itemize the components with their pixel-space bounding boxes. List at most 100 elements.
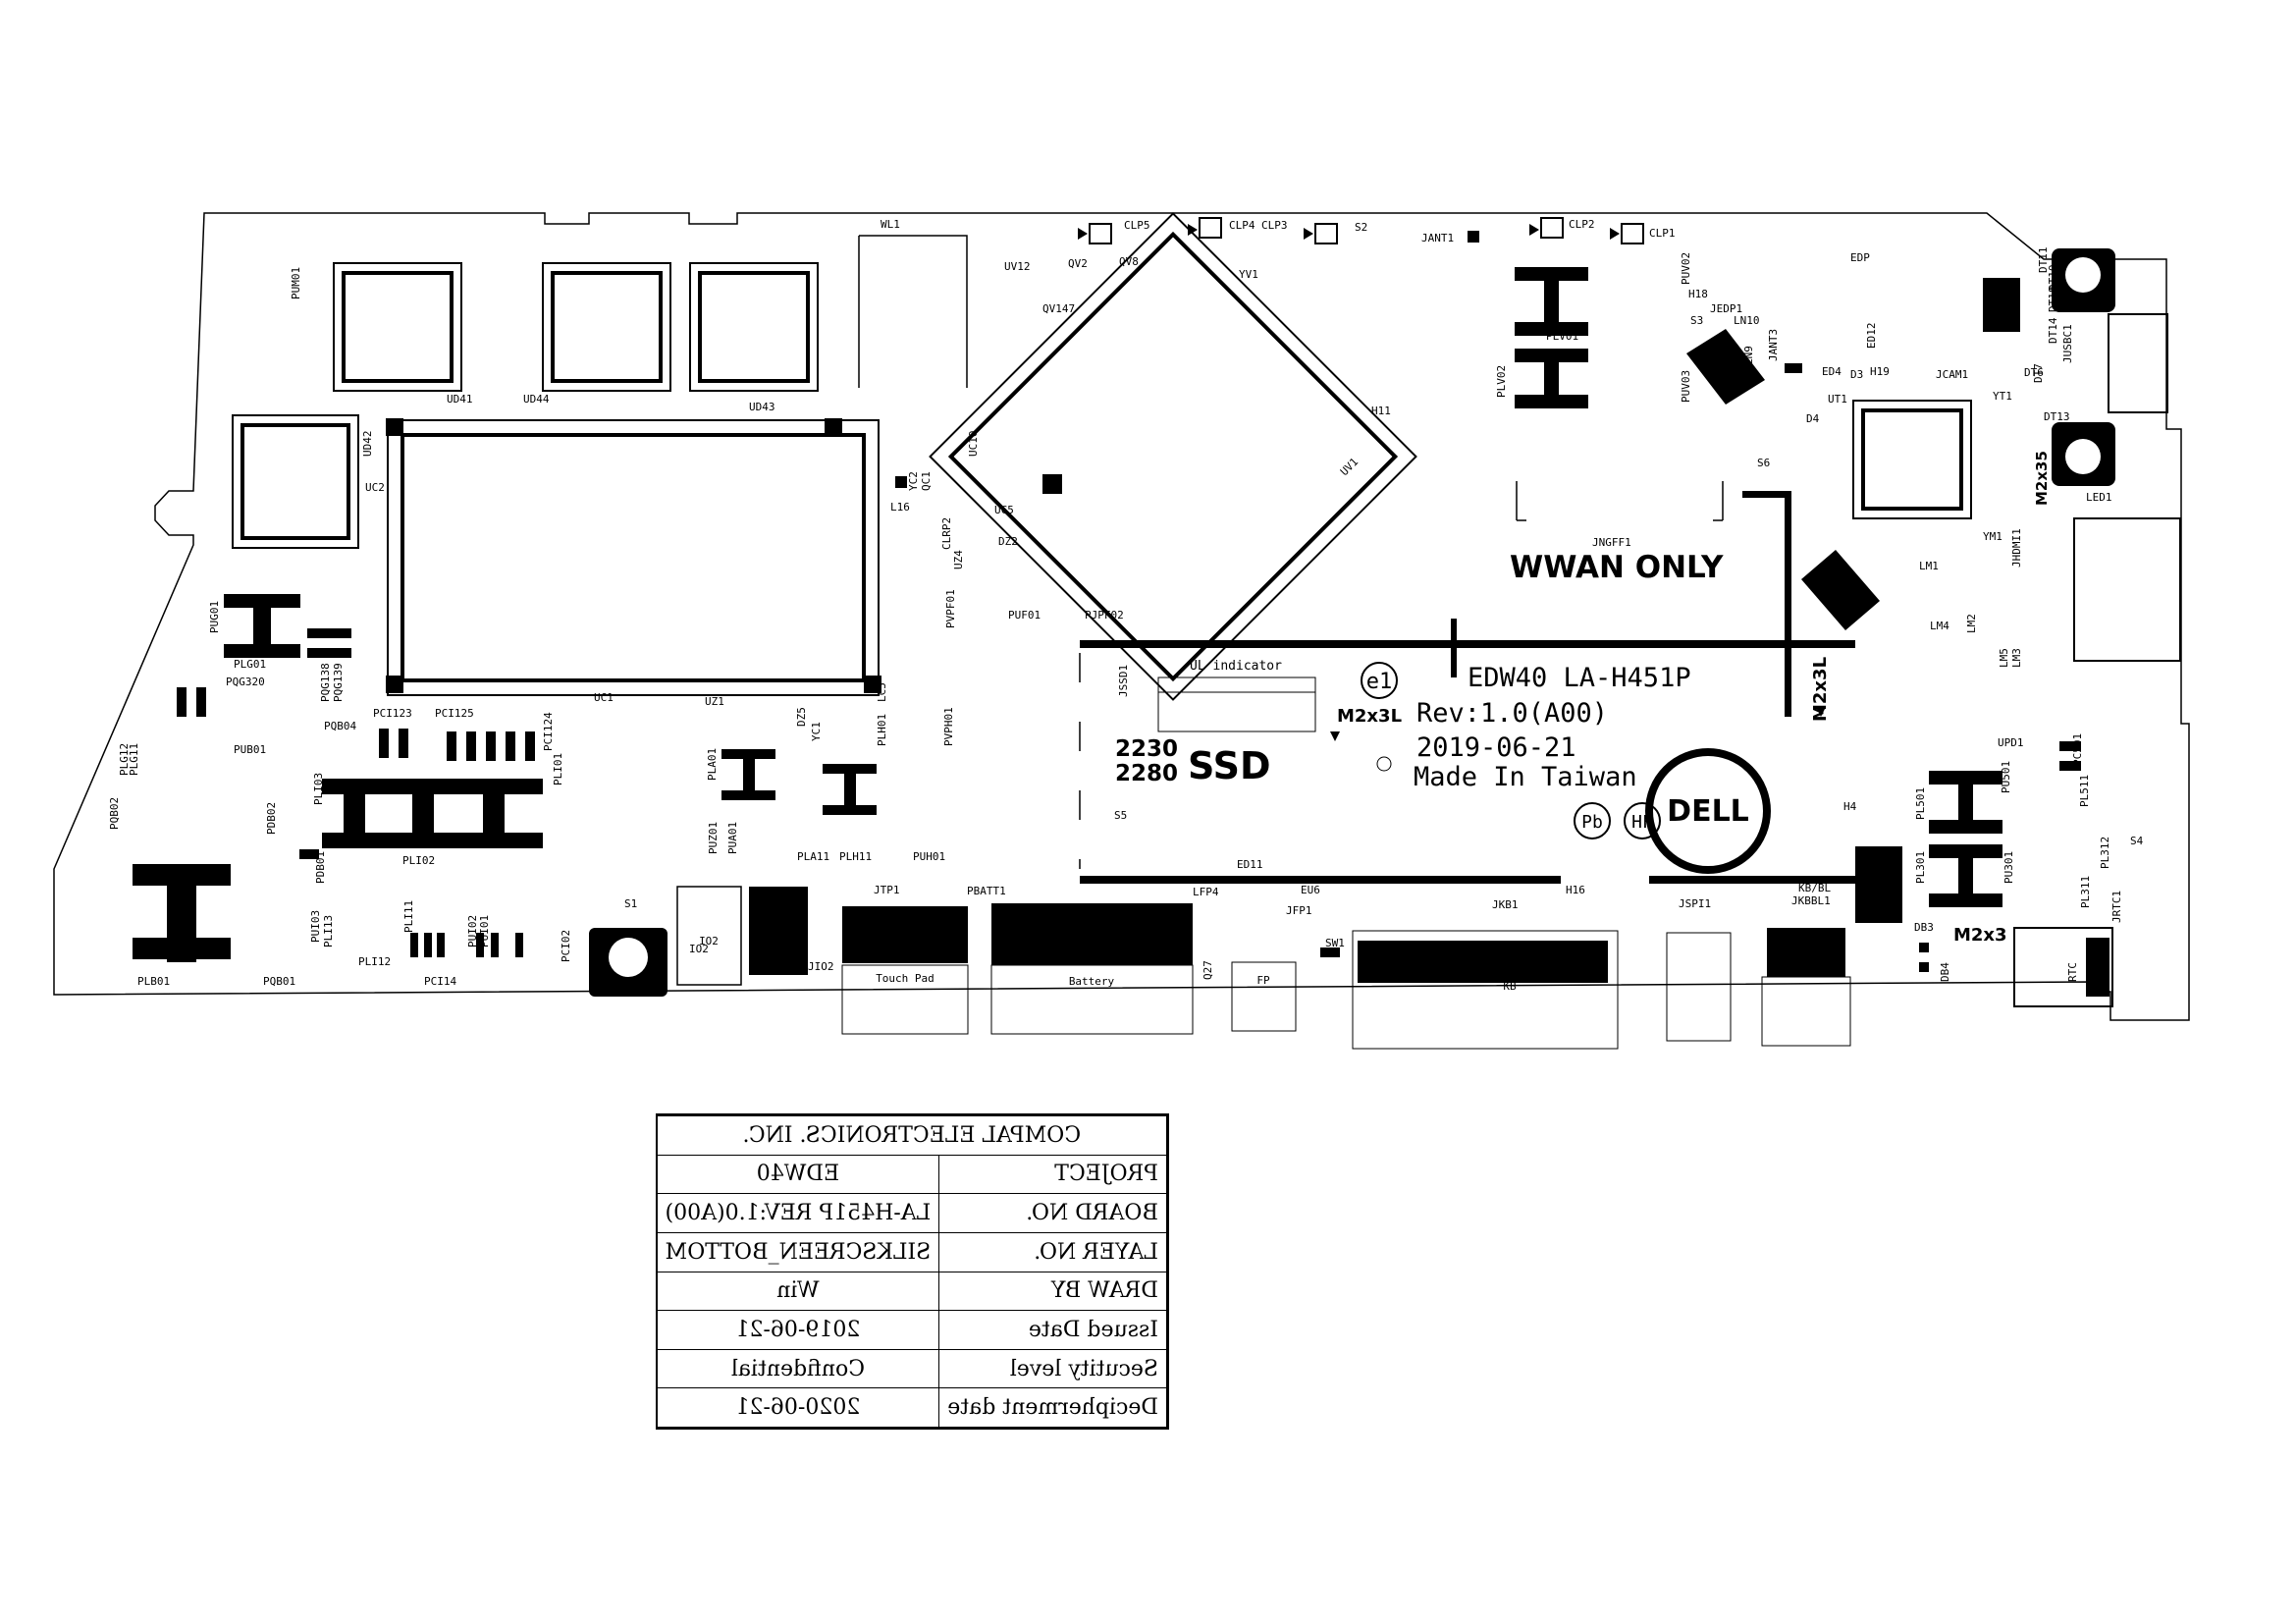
refdes-label: UC5 [994, 504, 1014, 516]
title-row-value: Confidential [657, 1349, 939, 1388]
refdes-label: PQG320 [226, 676, 265, 688]
refdes-label: UD43 [749, 401, 775, 413]
jngff1-bracket [1516, 481, 1724, 521]
clp1-pad [1621, 223, 1644, 244]
refdes-label: PUI03 [309, 910, 322, 943]
refdes-label: JANT3 [1767, 329, 1780, 361]
refdes-label: PLB01 [137, 975, 170, 988]
inductor-plb01 [133, 864, 231, 962]
refdes-label: UZ4 [952, 550, 965, 569]
hf-label: HF [1631, 812, 1653, 833]
pb-label: Pb [1581, 812, 1603, 833]
battery-outline [990, 964, 1194, 1035]
title-row-key: Secutity level [938, 1349, 1167, 1388]
kb-outline [1352, 930, 1619, 1050]
refdes-label: H11 [1371, 405, 1391, 417]
ul-indicator-label: UL indicator [1190, 659, 1282, 674]
e1-label: e1 [1366, 670, 1393, 694]
title-row-key: BOARD NO. [938, 1193, 1167, 1233]
refdes-label: S2 [1355, 221, 1367, 234]
inductor-plio2 [322, 779, 543, 848]
title-row: BOARD NO.LA-H451P REV:1.0(A00) [657, 1193, 1167, 1233]
refdes-label: JSSD1 [1117, 665, 1130, 697]
memory-chip-ud43 [689, 262, 819, 392]
ssd-divider-top [1742, 491, 1791, 498]
refdes-label: PL311 [2079, 876, 2092, 908]
refdes-label: LC5 [876, 682, 888, 702]
ssd-divider-mid [1785, 619, 1791, 717]
refdes-label: ED12 [1865, 323, 1878, 350]
refdes-label: JEDP1 [1710, 302, 1742, 315]
refdes-label: DT6 [2024, 366, 2044, 379]
title-row: LAYER NO.SILKSCREEN_BOTTOM [657, 1232, 1167, 1272]
refdes-label: DB4 [1939, 962, 1951, 982]
inductor-pla01 [721, 749, 775, 800]
refdes-label: PC501 [2071, 733, 2084, 766]
led-1 [2052, 422, 2115, 486]
refdes-label: UC1 [594, 691, 614, 704]
refdes-label: PUI02 [466, 915, 479, 947]
ssd-2230-label: 2230 [1115, 736, 1178, 762]
ssd-bottom-bar [1080, 876, 1561, 884]
refdes-label: PQG138 [319, 663, 332, 702]
dell-logo-text: DELL [1667, 794, 1749, 829]
refdes-label: LN9 [1742, 346, 1755, 365]
refdes-label: S6 [1757, 457, 1770, 469]
refdes-label: DT10 [2047, 265, 2059, 292]
refdes-label: PUV02 [1680, 252, 1692, 285]
hf-mark [1624, 802, 1661, 839]
ul-indicator-box [1157, 677, 1316, 732]
title-row-key: DRAW BY [938, 1272, 1167, 1311]
refdes-label: PLV01 [1546, 330, 1578, 343]
refdes-label: QC1 [920, 471, 933, 491]
refdes-label: PL501 [1914, 787, 1927, 820]
refdes-label: JHDMI1 [2010, 528, 2023, 568]
camera-chip [1852, 400, 1972, 519]
rtc-connector [2086, 938, 2109, 997]
clp2-pad [1540, 217, 1564, 239]
wwan-only-label: WWAN ONLY [1510, 550, 1724, 585]
led-dt11 [2052, 248, 2115, 312]
ssd-top-bar [1080, 640, 1855, 648]
refdes-label: ED11 [1237, 858, 1263, 871]
ssd-2280-label: 2280 [1115, 761, 1178, 786]
title-row-value: 2019-06-21 [657, 1310, 939, 1350]
refdes-label: LM1 [1919, 560, 1939, 572]
memory-chip-ud41 [333, 262, 462, 392]
refdes-label: UD44 [523, 393, 550, 406]
refdes-label: DT14 [2047, 317, 2059, 344]
jspi1-outline [1666, 932, 1732, 1042]
title-row-value: SILKSCREEN_BOTTOM [657, 1232, 939, 1272]
dt-block [1983, 278, 2020, 332]
refdes-label: PCI02 [560, 930, 572, 962]
refdes-label: PVPF01 [944, 589, 957, 628]
tilted-component [1801, 550, 1880, 630]
refdes-label: UZ1 [705, 695, 724, 708]
refdes-label: JFP1 [1286, 904, 1312, 917]
refdes-label: DT13 [2044, 410, 2070, 423]
refdes-label: H19 [1870, 365, 1890, 378]
refdes-label: LM5 [1998, 648, 2010, 668]
refdes-label: PLG11 [128, 743, 140, 776]
refdes-label: PUG01 [208, 601, 221, 633]
refdes-label: LN10 [1734, 314, 1760, 327]
refdes-label: S3 [1690, 314, 1703, 327]
refdes-label: PJPF02 [1085, 609, 1124, 622]
company-name: COMPAL ELECTRONICS. INC. [657, 1115, 1167, 1156]
refdes-label: YV1 [1239, 268, 1258, 281]
title-row-key: LAYER NO. [938, 1232, 1167, 1272]
refdes-label: LED1 [2086, 491, 2112, 504]
refdes-label: EDP [1850, 251, 1870, 264]
date-label: 2019-06-21 [1416, 732, 1576, 763]
memory-chip-ud42 [232, 414, 359, 549]
dell-logo: DELL [1645, 748, 1771, 874]
refdes-label: LM2 [1965, 614, 1978, 633]
refdes-label: YC1 [810, 722, 823, 741]
fp-outline [1231, 961, 1297, 1032]
jkbbl1-connector [1767, 928, 1845, 977]
